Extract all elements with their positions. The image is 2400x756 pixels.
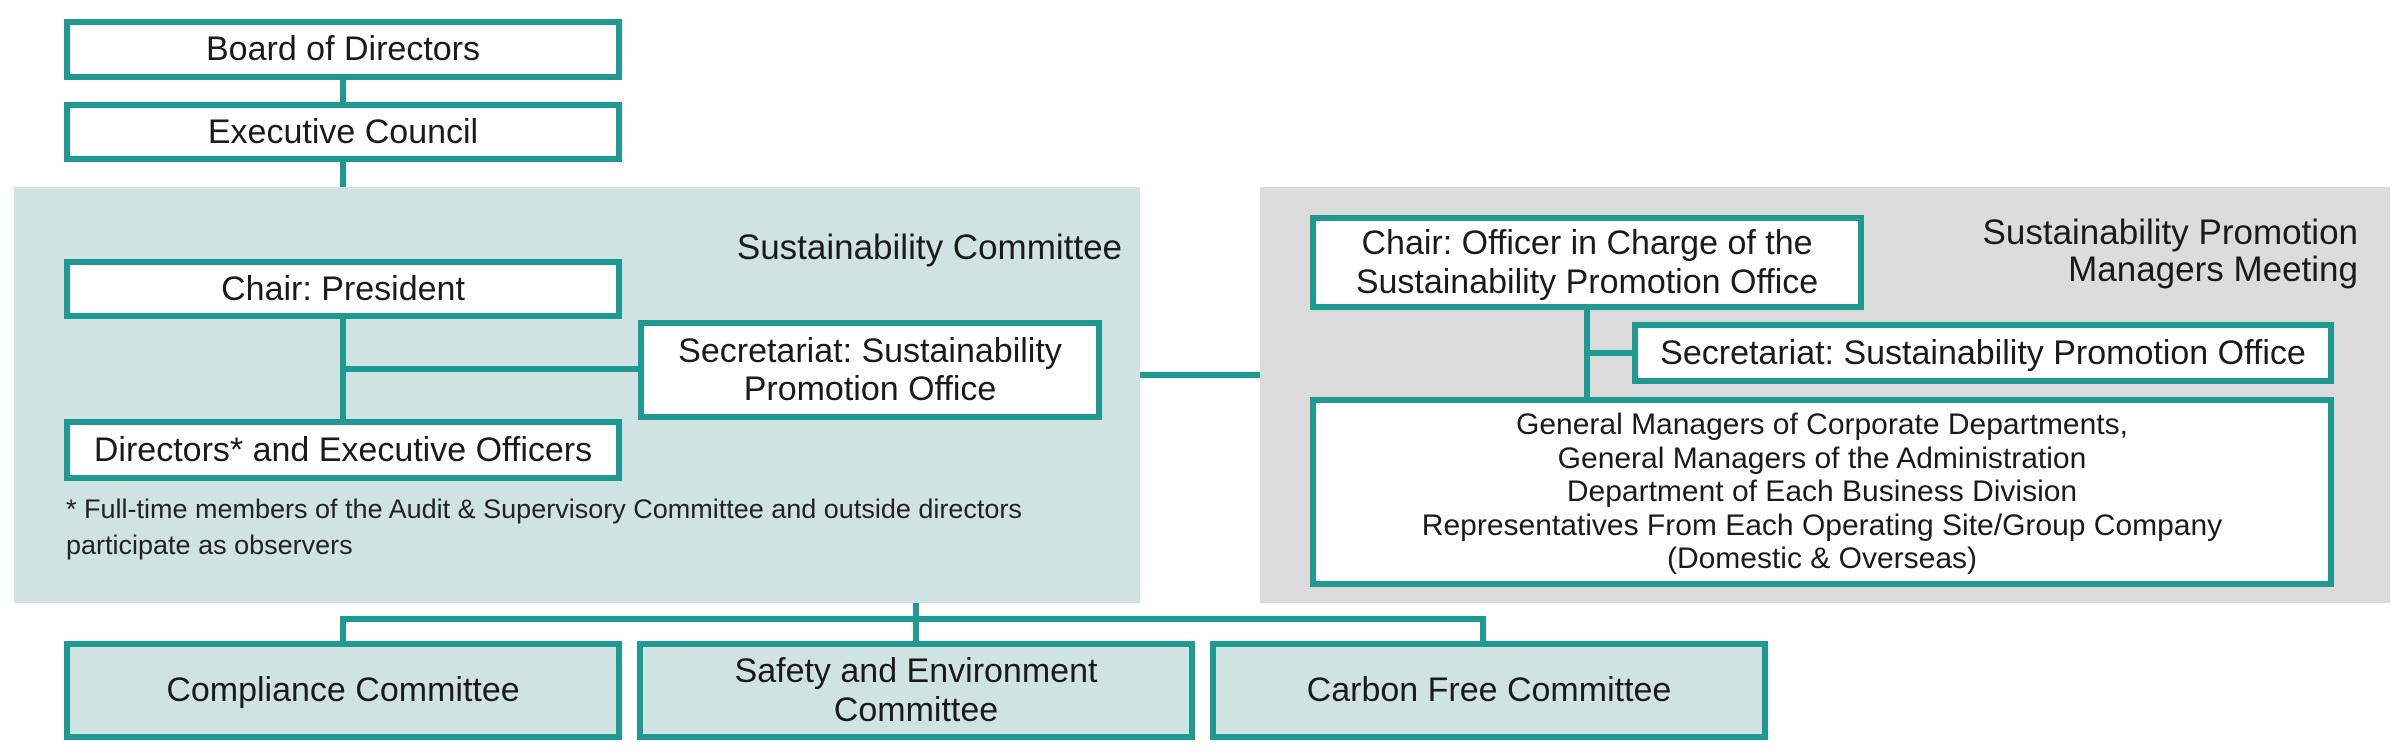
meeting-chair-label: Chair: Officer in Charge of the Sustaina…	[1355, 224, 1819, 301]
connector-secretariat-branch	[340, 366, 638, 372]
executive-council-label: Executive Council	[207, 112, 479, 151]
board-of-directors-label: Board of Directors	[206, 30, 480, 69]
connector-bus-safety	[913, 616, 919, 641]
safety-environment-committee-box: Safety and Environment Committee	[637, 641, 1195, 740]
board-of-directors-box: Board of Directors	[64, 19, 622, 80]
carbon-free-committee-label: Carbon Free Committee	[1306, 671, 1672, 710]
directors-officers-label: Directors* and Executive Officers	[93, 430, 593, 469]
safety-environment-committee-label: Safety and Environment Committee	[734, 652, 1098, 729]
chair-president-label: Chair: President	[221, 269, 465, 308]
meeting-members-label: General Managers of Corporate Department…	[1421, 408, 2223, 576]
sustainability-committee-title: Sustainability Committee	[736, 228, 1122, 267]
compliance-committee-label: Compliance Committee	[166, 671, 520, 710]
meeting-secretariat-label: Secretariat: Sustainability Promotion Of…	[1660, 333, 2306, 372]
connector-between-panels	[1140, 372, 1260, 378]
carbon-free-committee-box: Carbon Free Committee	[1210, 641, 1768, 740]
chair-president-box: Chair: President	[64, 259, 622, 319]
promotion-meeting-title: Sustainability Promotion Managers Meetin…	[1982, 213, 2358, 289]
committee-secretariat-label: Secretariat: Sustainability Promotion Of…	[678, 331, 1062, 408]
executive-council-box: Executive Council	[64, 102, 622, 162]
connector-bus-carbon	[1480, 616, 1486, 641]
connector-board-executive	[340, 80, 346, 102]
connector-bus-compliance	[340, 616, 346, 641]
compliance-committee-box: Compliance Committee	[64, 641, 622, 740]
observer-footnote: * Full-time members of the Audit & Super…	[66, 494, 1022, 561]
meeting-members-box: General Managers of Corporate Department…	[1310, 397, 2334, 587]
meeting-secretariat-box: Secretariat: Sustainability Promotion Of…	[1632, 322, 2334, 384]
connector-right-secretariat-branch	[1584, 350, 1632, 356]
directors-officers-box: Directors* and Executive Officers	[64, 419, 622, 481]
connector-executive-committee	[340, 162, 346, 187]
committee-secretariat-box: Secretariat: Sustainability Promotion Of…	[638, 320, 1102, 420]
meeting-chair-box: Chair: Officer in Charge of the Sustaina…	[1310, 215, 1864, 310]
connector-committee-bus-vertical	[913, 603, 919, 619]
